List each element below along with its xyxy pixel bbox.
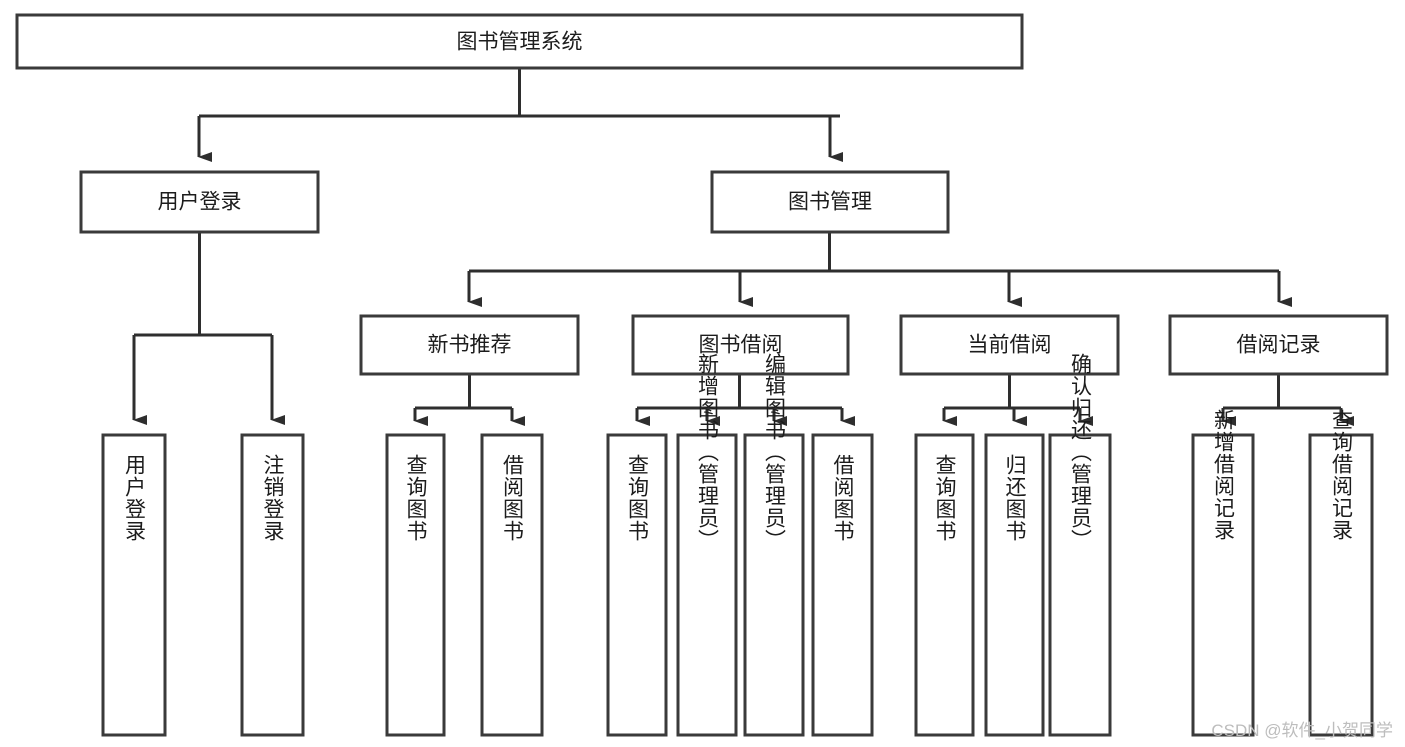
node-new-book-recommend-label: 新书推荐 <box>428 334 512 357</box>
connector-group-borrow-record <box>1221 374 1354 426</box>
node-current-borrow[interactable]: 当前借阅 <box>899 314 1120 376</box>
node-user-login-label: 用户登录 <box>158 191 242 214</box>
node-leaf-borrow-book-2[interactable]: 借阅图书 <box>811 433 874 737</box>
node-root-label: 图书管理系统 <box>457 31 583 54</box>
node-leaf-add-book-admin[interactable]: 新增图书（管理员） <box>676 353 738 737</box>
node-book-borrow[interactable]: 图书借阅 <box>631 314 850 376</box>
node-new-book-recommend[interactable]: 新书推荐 <box>359 314 580 376</box>
node-leaf-return-book[interactable]: 归还图书 <box>984 433 1045 737</box>
node-book-borrow-label: 图书借阅 <box>699 334 783 357</box>
node-borrow-record-label: 借阅记录 <box>1237 334 1321 357</box>
node-leaf-query-book-2[interactable]: 查询图书 <box>606 433 668 737</box>
node-leaf-query-book-2-label: 查询图书 <box>626 454 650 542</box>
node-root[interactable]: 图书管理系统 <box>15 13 1024 70</box>
connector-group-root <box>197 68 843 162</box>
node-user-login[interactable]: 用户登录 <box>79 170 320 234</box>
node-current-borrow-label: 当前借阅 <box>968 334 1052 357</box>
node-leaf-user-login-label: 用户登录 <box>123 454 147 542</box>
node-leaf-query-book-1-label: 查询图书 <box>404 454 428 542</box>
node-leaf-logout-label: 注销登录 <box>261 454 285 542</box>
node-borrow-record[interactable]: 借阅记录 <box>1168 314 1389 376</box>
connector-group-user-login <box>132 232 285 425</box>
node-leaf-query-book-3-label: 查询图书 <box>933 454 957 542</box>
node-leaf-edit-book-admin-label: 编辑图书（管理员） <box>763 353 787 551</box>
node-leaf-confirm-return-admin-label: 确认归还（管理员） <box>1069 353 1093 551</box>
connector-group-book-management <box>467 232 1292 307</box>
csdn-watermark: CSDN @软件_小贺同学 <box>1211 721 1393 740</box>
node-leaf-query-book-3[interactable]: 查询图书 <box>914 433 975 737</box>
connector-group-current-borrow <box>942 374 1093 426</box>
node-leaf-borrow-book-1-label: 借阅图书 <box>501 454 525 542</box>
node-leaf-borrow-book-1[interactable]: 借阅图书 <box>480 433 544 737</box>
node-leaf-borrow-book-2-label: 借阅图书 <box>831 454 855 542</box>
node-book-management[interactable]: 图书管理 <box>710 170 950 234</box>
node-leaf-add-borrow-record-label: 新增借阅记录 <box>1212 409 1236 541</box>
node-book-management-label: 图书管理 <box>788 191 872 214</box>
connector-group-book-borrow <box>635 374 855 426</box>
node-leaf-query-borrow-record[interactable]: 查询借阅记录 <box>1308 409 1374 737</box>
node-leaf-edit-book-admin[interactable]: 编辑图书（管理员） <box>743 353 805 737</box>
node-leaf-confirm-return-admin[interactable]: 确认归还（管理员） <box>1048 353 1112 737</box>
node-leaf-add-book-admin-label: 新增图书（管理员） <box>696 353 720 551</box>
node-leaf-query-book-1[interactable]: 查询图书 <box>385 433 446 737</box>
node-leaf-user-login[interactable]: 用户登录 <box>101 433 167 737</box>
node-leaf-query-borrow-record-label: 查询借阅记录 <box>1330 409 1354 541</box>
node-leaf-add-borrow-record[interactable]: 新增借阅记录 <box>1191 409 1255 737</box>
node-leaf-return-book-label: 归还图书 <box>1003 454 1027 542</box>
connector-group-new-book-recommend <box>413 374 525 426</box>
node-leaf-logout[interactable]: 注销登录 <box>240 433 305 737</box>
